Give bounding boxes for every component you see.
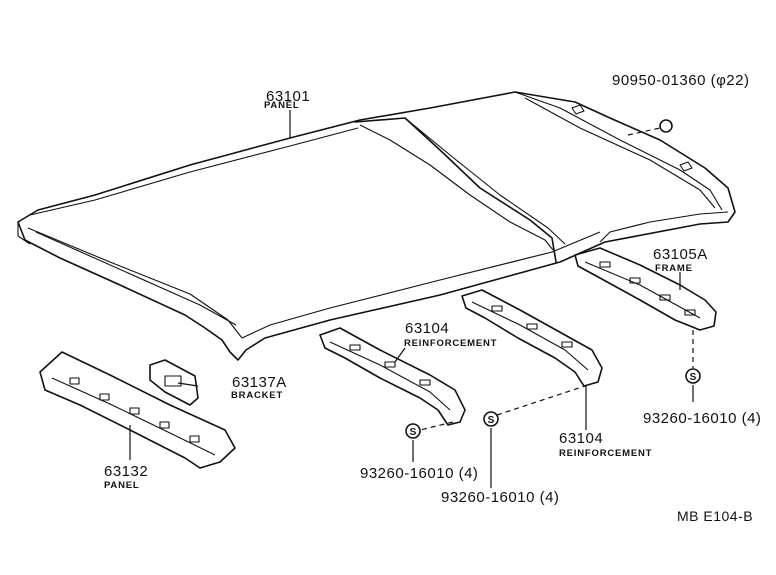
reinforcement-right-name: REINFORCEMENT <box>559 448 652 459</box>
screw-right-number: 93260-16010 (4) <box>643 410 761 427</box>
screw-mid-icon: S <box>483 411 499 427</box>
reinforcement-right-number: 63104 <box>559 430 603 447</box>
svg-text:S: S <box>410 427 417 438</box>
svg-text:S: S <box>690 372 697 383</box>
panel-top-name: PANEL <box>264 100 300 111</box>
grommet-icon <box>659 119 673 133</box>
grommet-number: 90950-01360 (φ22) <box>612 72 750 89</box>
frame-name: FRAME <box>655 263 693 274</box>
screw-mid-number: 93260-16010 (4) <box>441 489 559 506</box>
svg-text:S: S <box>488 415 495 426</box>
reinforcement-left-number: 63104 <box>405 320 449 337</box>
diagram-code: MB E104-B <box>677 508 753 524</box>
screw-left-number: 93260-16010 (4) <box>360 465 478 482</box>
screw-left-icon: S <box>405 423 421 439</box>
panel-top-number: 63101 <box>266 88 310 105</box>
reinforcement-left <box>319 327 466 426</box>
frame-part <box>574 247 717 331</box>
front-panel-name: PANEL <box>104 480 140 491</box>
reinforcement-left-name: REINFORCEMENT <box>404 338 497 349</box>
bracket-part <box>149 359 199 406</box>
screw-right-icon: S <box>685 368 701 384</box>
frame-number: 63105A <box>653 246 708 263</box>
reinforcement-right <box>461 289 603 387</box>
leader-lines <box>129 110 694 488</box>
front-panel-part <box>39 351 236 469</box>
bracket-name: BRACKET <box>231 390 283 401</box>
bracket-number: 63137A <box>232 374 287 391</box>
roof-panel <box>17 91 736 361</box>
front-panel-number: 63132 <box>104 463 148 480</box>
